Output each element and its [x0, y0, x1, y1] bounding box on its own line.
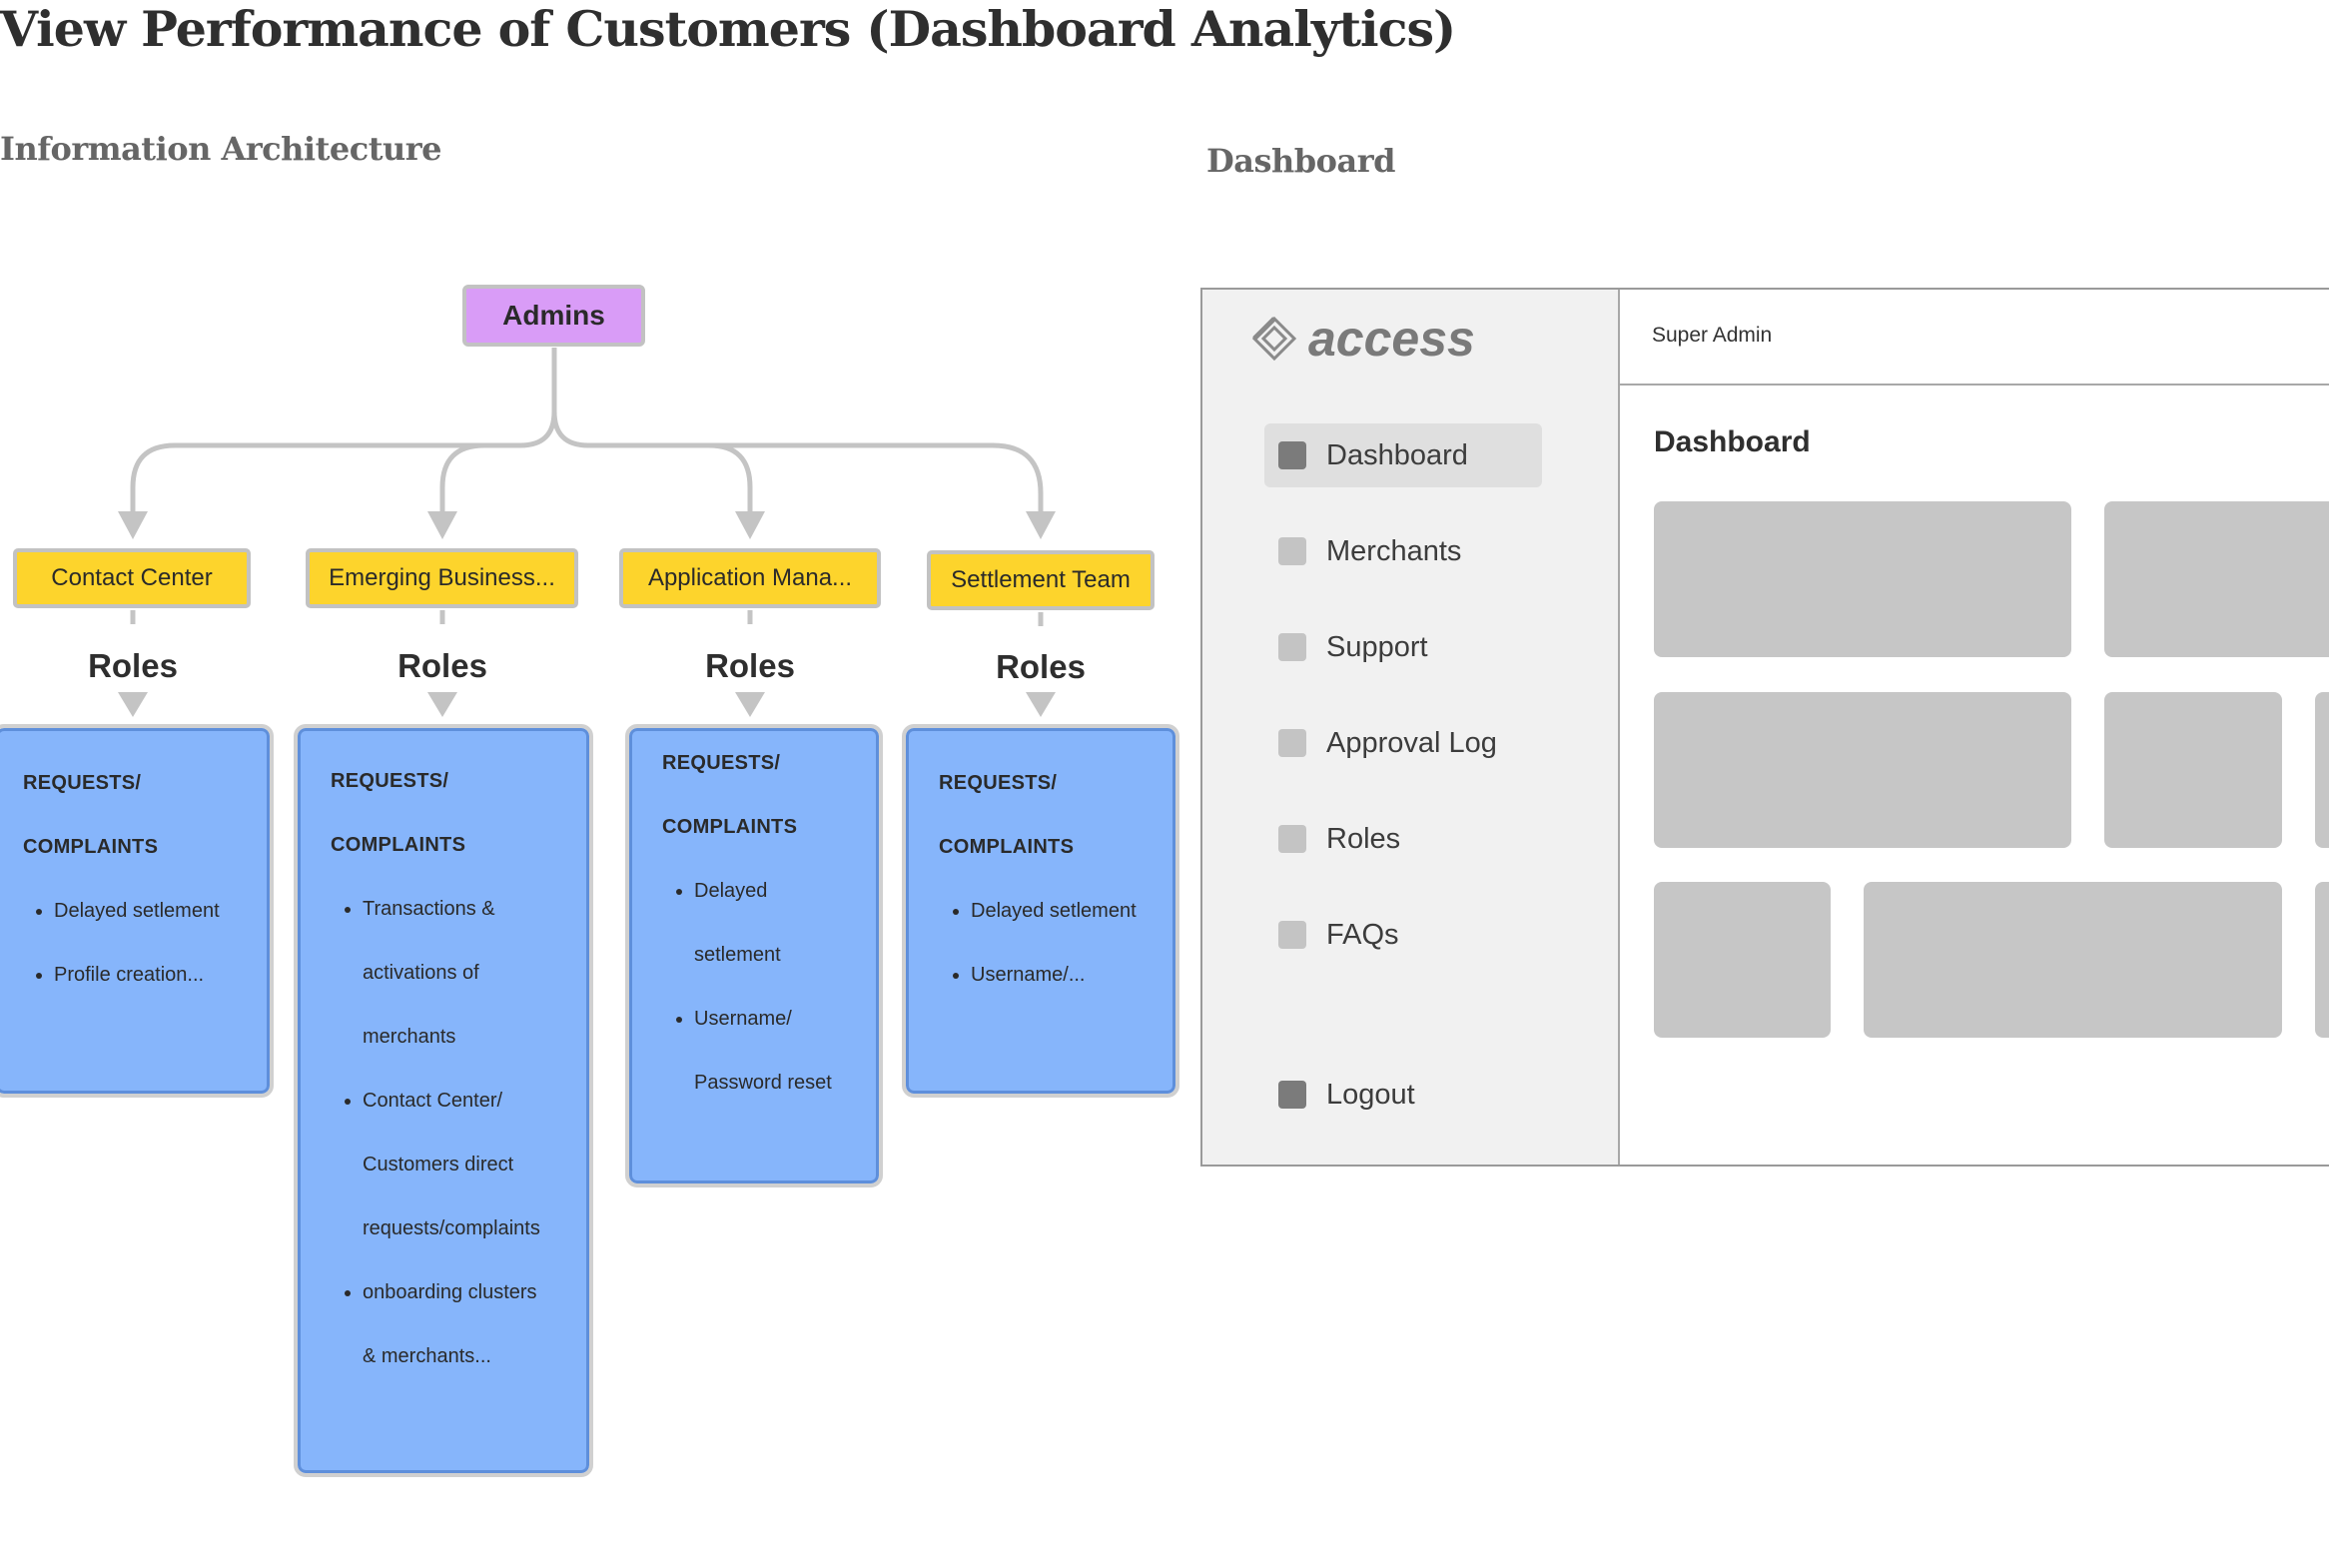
list-item: Delayed setlement	[54, 879, 267, 943]
list-item: Password reset	[694, 1072, 832, 1094]
logout-icon	[1278, 1081, 1306, 1109]
widget-placeholder	[1864, 882, 2282, 1038]
arrowhead-3	[735, 511, 765, 539]
sidebar-item-label: Dashboard	[1326, 438, 1468, 471]
user-role-label[interactable]: Super Admin	[1652, 324, 1773, 347]
dashboard-section-title: Dashboard	[1206, 142, 1395, 180]
sidebar-item-roles[interactable]: Roles	[1264, 807, 1542, 871]
list-item: Username/	[694, 987, 876, 1051]
widget-placeholder	[1654, 882, 1831, 1038]
support-icon	[1278, 633, 1306, 661]
access-diamond-icon	[1251, 316, 1297, 362]
sidebar: access Dashboard Merchants Support Appro…	[1202, 290, 1620, 1165]
role-card-heading: COMPLAINTS	[662, 816, 798, 838]
widget-placeholder	[2104, 501, 2329, 657]
connector-root-trunk-2	[551, 410, 1044, 511]
widget-placeholder	[1654, 692, 2071, 848]
widget-placeholder	[2315, 692, 2329, 848]
list-item: Customers direct	[363, 1154, 514, 1176]
role-card-heading: REQUESTS/	[23, 772, 142, 794]
list-item: Profile creation...	[54, 943, 267, 1007]
logout-label: Logout	[1326, 1078, 1415, 1111]
team-node-emerging-business[interactable]: Emerging Business...	[306, 548, 578, 608]
arrowhead-2	[427, 511, 457, 539]
connector-branch-2	[439, 442, 520, 511]
page-title: View Performance of Customers (Dashboard…	[0, 0, 1456, 58]
brand-name: access	[1308, 311, 1475, 367]
approval-log-icon	[1278, 729, 1306, 757]
roles-label-4: Roles	[996, 648, 1086, 685]
list-item: Username/...	[971, 943, 1172, 1007]
sidebar-item-merchants[interactable]: Merchants	[1264, 519, 1542, 583]
list-item: & merchants...	[363, 1345, 491, 1367]
list-item: onboarding clusters	[363, 1260, 586, 1324]
roles-arrow-3	[735, 692, 765, 717]
team-node-settlement-team[interactable]: Settlement Team	[927, 550, 1155, 610]
arrowhead-4	[1026, 511, 1056, 539]
ia-connectors	[118, 348, 1056, 717]
brand-logo: access	[1250, 310, 1475, 368]
roles-label-1: Roles	[88, 647, 178, 684]
sidebar-item-approval-log[interactable]: Approval Log	[1264, 711, 1542, 775]
sidebar-item-label: Approval Log	[1326, 726, 1497, 759]
team-node-application-management[interactable]: Application Mana...	[619, 548, 881, 608]
list-item: requests/complaints	[363, 1217, 540, 1239]
team-node-contact-center[interactable]: Contact Center	[13, 548, 251, 608]
sidebar-item-label: Support	[1326, 630, 1428, 663]
sidebar-item-support[interactable]: Support	[1264, 615, 1542, 679]
dashboard-heading: Dashboard	[1654, 425, 1811, 458]
list-item: activations of	[363, 962, 479, 984]
widget-placeholder	[2315, 882, 2329, 1038]
widget-placeholder	[1654, 501, 2071, 657]
list-item: Delayed	[694, 859, 876, 923]
list-item: Delayed setlement	[971, 879, 1172, 943]
list-item: setlement	[694, 944, 781, 966]
faqs-icon	[1278, 921, 1306, 949]
role-card-heading: COMPLAINTS	[939, 836, 1075, 858]
role-card-heading: REQUESTS/	[939, 772, 1058, 794]
role-card-emerging-business: REQUESTS/ COMPLAINTS Transactions & acti…	[294, 724, 593, 1477]
sidebar-item-faqs[interactable]: FAQs	[1264, 903, 1542, 967]
roles-arrow-1	[118, 692, 148, 717]
list-item: Transactions &	[363, 877, 586, 941]
dashboard-wireframe: access Dashboard Merchants Support Appro…	[1200, 288, 2329, 1167]
connector-branch-3	[588, 442, 753, 511]
admins-node[interactable]: Admins	[462, 285, 645, 347]
roles-icon	[1278, 825, 1306, 853]
sidebar-item-label: FAQs	[1326, 918, 1399, 951]
role-card-heading: REQUESTS/	[662, 752, 781, 774]
logout-button[interactable]: Logout	[1264, 1063, 1542, 1127]
merchants-icon	[1278, 537, 1306, 565]
roles-label-3: Roles	[705, 647, 795, 684]
list-item: Contact Center/	[363, 1069, 586, 1133]
dashboard-icon	[1278, 441, 1306, 469]
list-item: merchants	[363, 1026, 456, 1048]
role-card-heading: REQUESTS/	[331, 770, 449, 792]
sidebar-item-label: Merchants	[1326, 534, 1462, 567]
role-card-heading: COMPLAINTS	[23, 836, 159, 858]
arrowhead-1	[118, 511, 148, 539]
connector-root-trunk	[130, 348, 557, 511]
sidebar-item-label: Roles	[1326, 822, 1401, 855]
roles-arrow-2	[427, 692, 457, 717]
role-card-contact-center: REQUESTS/ COMPLAINTS Delayed setlement P…	[0, 724, 274, 1098]
top-bar: Super Admin	[1620, 290, 2329, 386]
role-card-heading: COMPLAINTS	[331, 834, 466, 856]
sidebar-item-dashboard[interactable]: Dashboard	[1264, 423, 1542, 487]
role-card-application-management: REQUESTS/ COMPLAINTS Delayed setlement U…	[625, 724, 883, 1187]
ia-section-title: Information Architecture	[0, 130, 441, 168]
roles-label-2: Roles	[397, 647, 487, 684]
role-card-settlement-team: REQUESTS/ COMPLAINTS Delayed setlement U…	[902, 724, 1179, 1098]
widget-placeholder	[2104, 692, 2282, 848]
roles-arrow-4	[1026, 692, 1056, 717]
